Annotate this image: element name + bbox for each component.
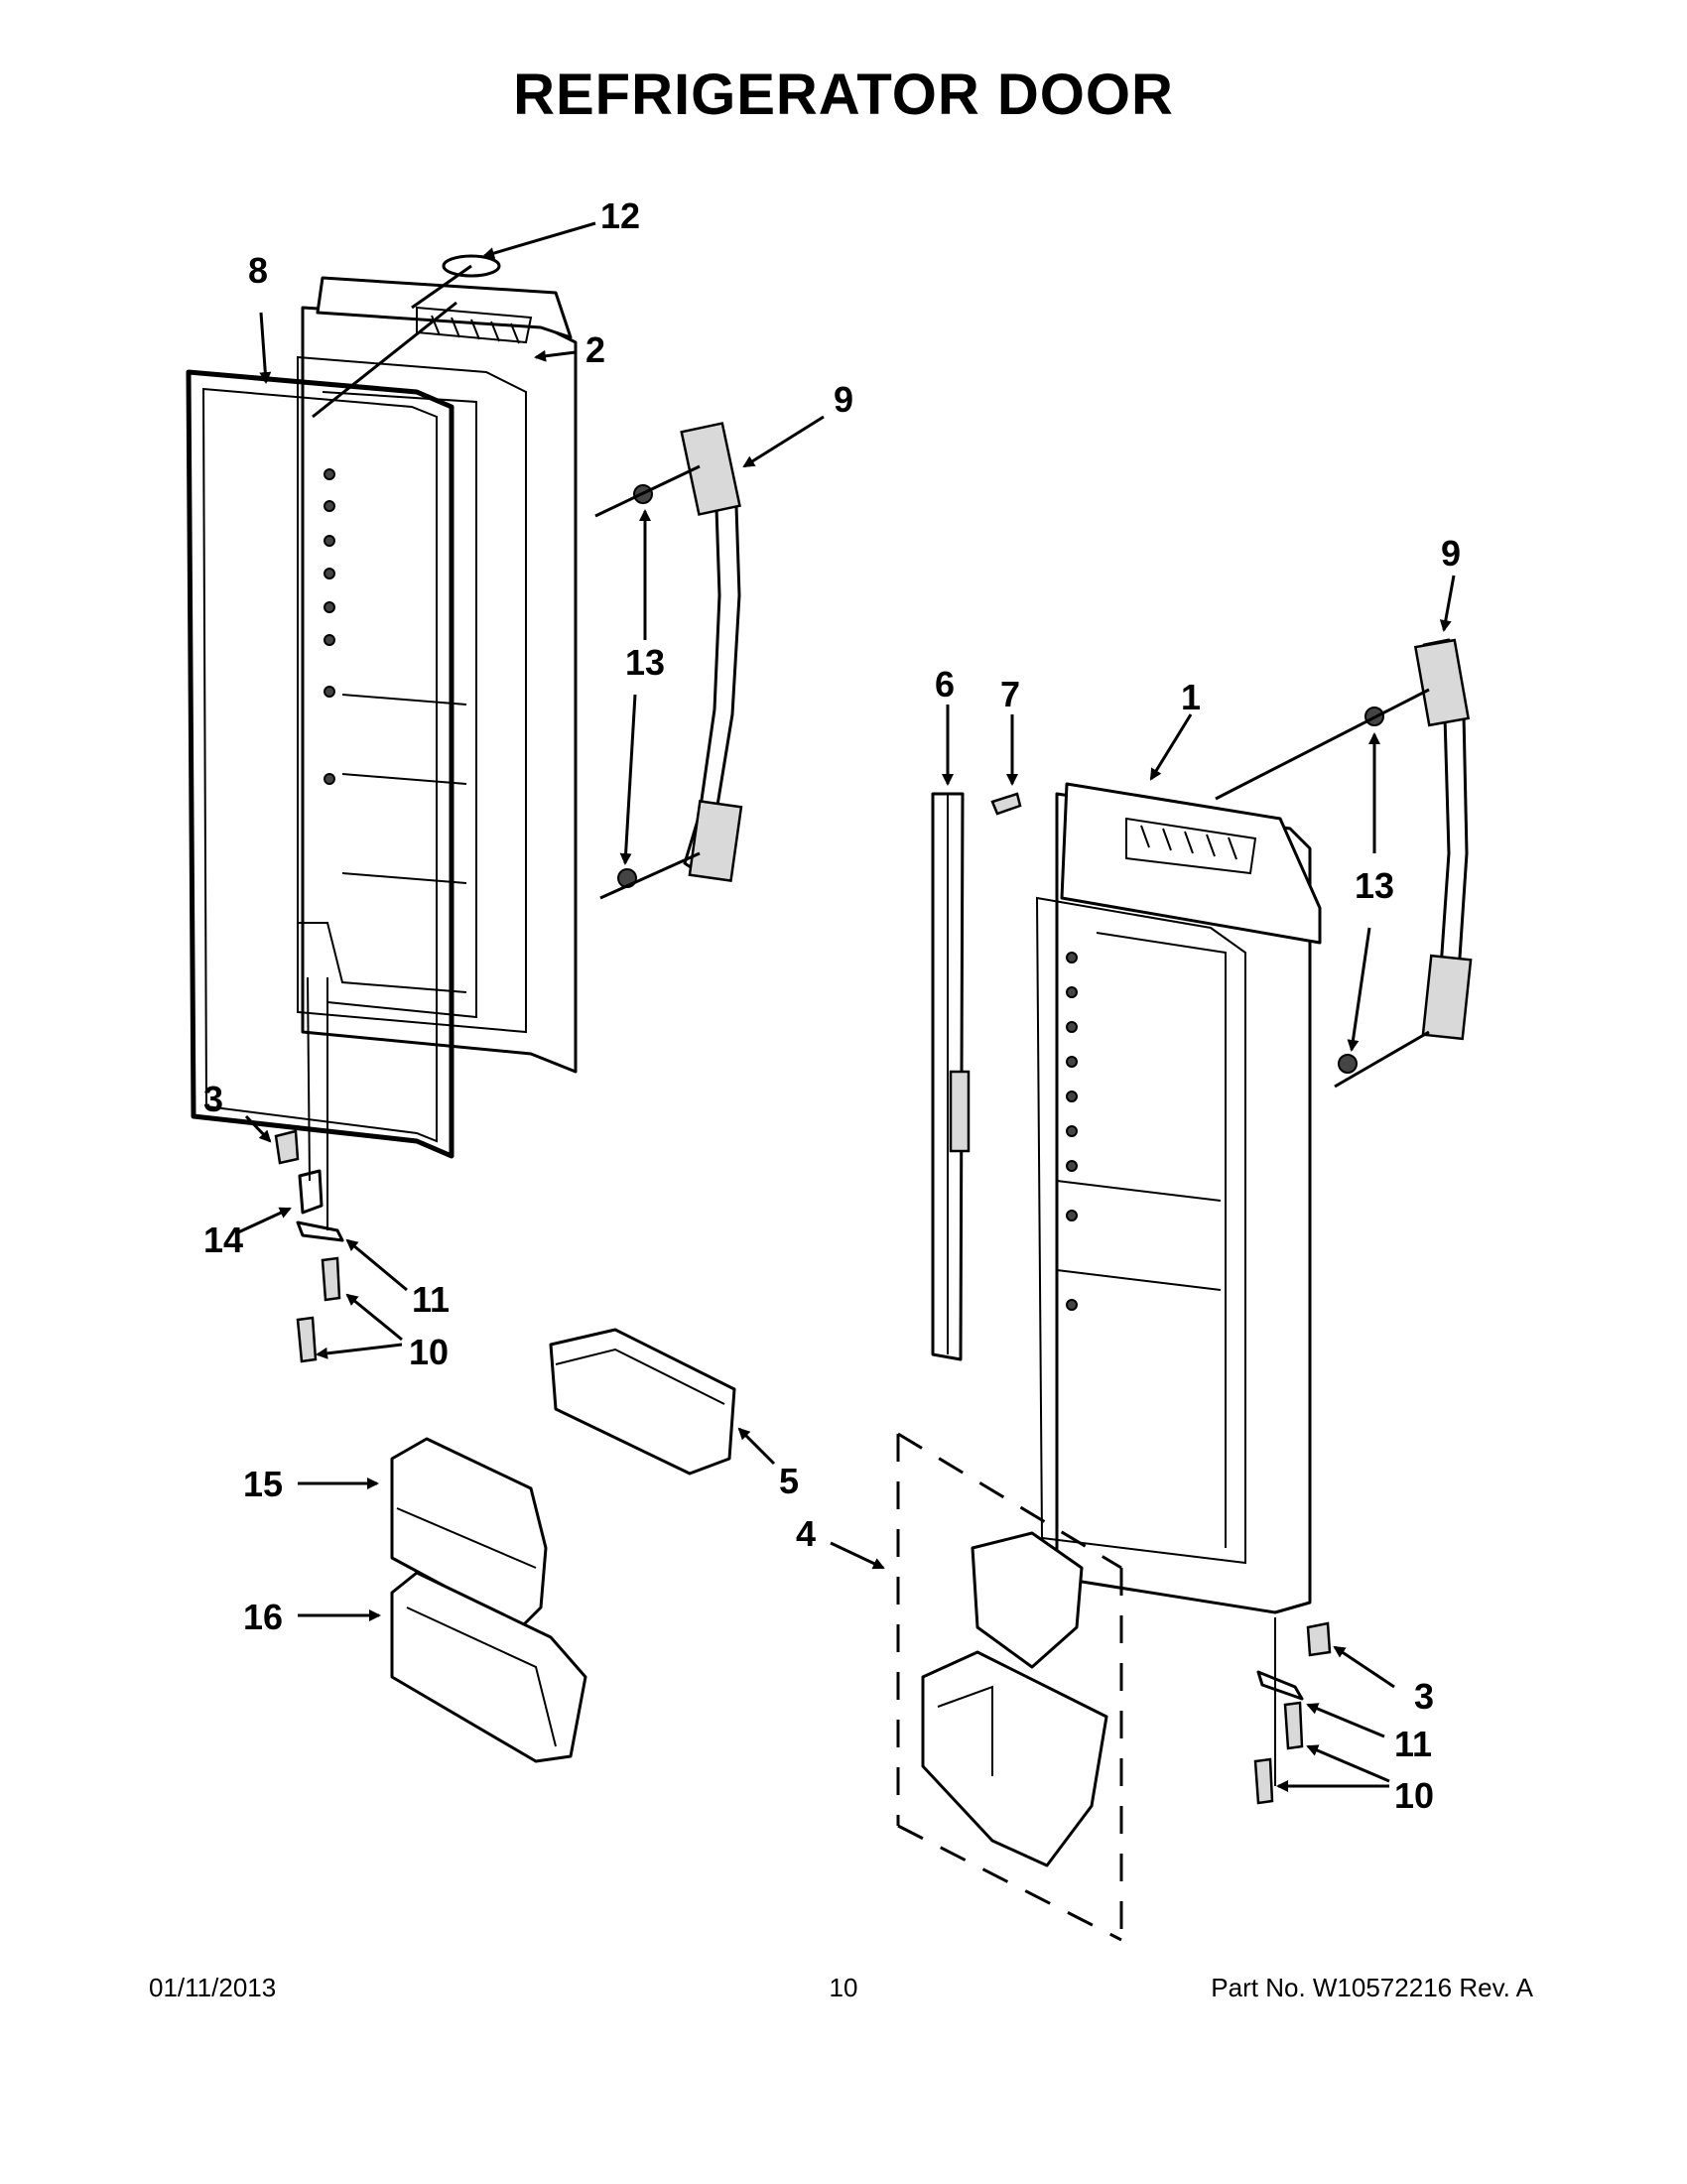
flipper-mullion <box>931 792 971 1361</box>
callout-12: 12 <box>600 195 640 236</box>
page-title: REFRIGERATOR DOOR <box>513 63 1174 127</box>
footer-part-number: Part No. W10572216 Rev. A <box>1211 1973 1533 2002</box>
ice-bucket-assembly <box>896 1432 1123 1942</box>
callout-3-left: 3 <box>203 1079 223 1119</box>
callout-9-right: 9 <box>1441 533 1461 574</box>
callout-16: 16 <box>243 1597 283 1637</box>
left-handle <box>617 422 743 888</box>
callout-6: 6 <box>935 664 955 705</box>
callout-10-right: 10 <box>1394 1775 1434 1816</box>
callout-15: 15 <box>243 1464 283 1504</box>
callout-4: 4 <box>796 1513 816 1554</box>
callout-14: 14 <box>203 1220 243 1260</box>
callout-2: 2 <box>585 329 605 370</box>
dairy-bin-assembly <box>390 1437 587 1763</box>
callout-11-right: 11 <box>1394 1724 1432 1764</box>
callout-8: 8 <box>248 250 268 291</box>
callout-leaders <box>237 221 1456 1792</box>
callout-11-left: 11 <box>412 1279 450 1320</box>
footer-date: 01/11/2013 <box>149 1973 277 2002</box>
left-hinge-hardware <box>274 976 344 1363</box>
right-door-assembly <box>1035 782 1322 1614</box>
door-gasket <box>186 369 454 1159</box>
callout-13-left: 13 <box>625 642 665 683</box>
callout-5: 5 <box>779 1461 799 1501</box>
door-bin-part-5 <box>549 1328 736 1476</box>
alignment-lines <box>312 264 1430 1089</box>
callout-10-left: 10 <box>409 1332 449 1372</box>
callout-9-left: 9 <box>834 379 853 420</box>
callout-3-right: 3 <box>1414 1676 1434 1717</box>
callout-7: 7 <box>1000 674 1020 714</box>
callout-labels: 12 8 2 9 13 9 6 7 1 13 3 14 11 10 5 4 15… <box>203 195 1461 1816</box>
right-handle <box>1338 638 1473 1074</box>
callout-13-right: 13 <box>1355 865 1394 906</box>
right-hinge-hardware <box>1253 1617 1332 1805</box>
left-door-assembly <box>297 276 578 1074</box>
callout-1: 1 <box>1181 677 1201 717</box>
screw-part-7 <box>990 792 1022 816</box>
footer-page-number: 10 <box>829 1973 858 2002</box>
